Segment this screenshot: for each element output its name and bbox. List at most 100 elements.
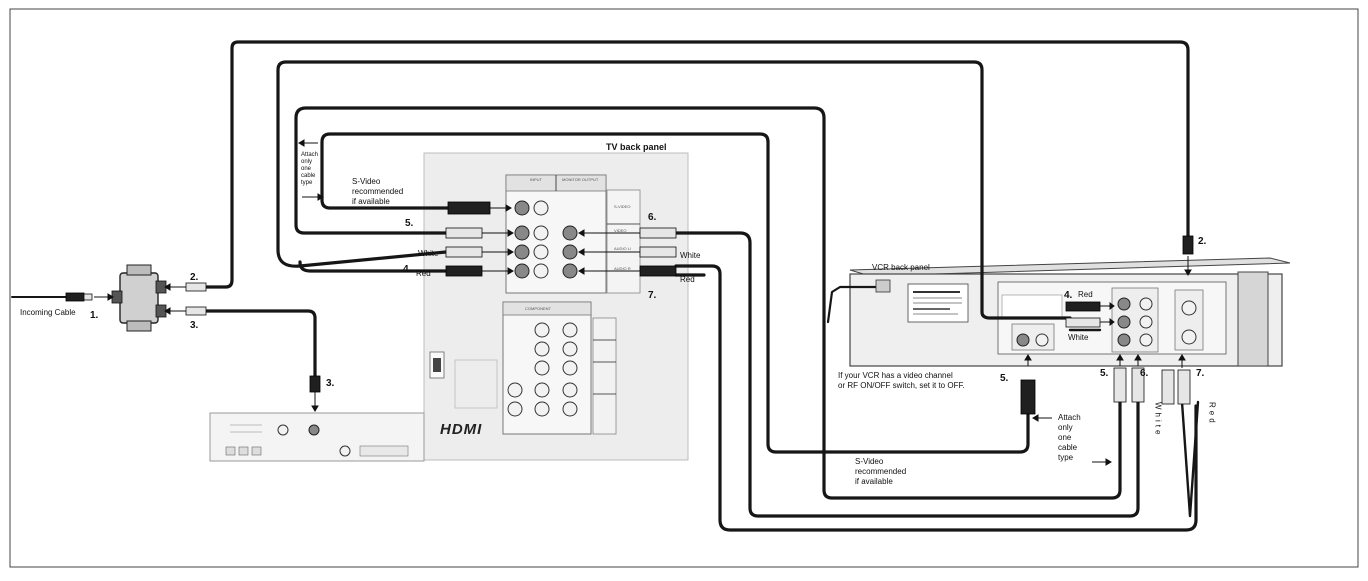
attach-left-line1: Attach	[301, 152, 318, 158]
step-4-vcr: 4.	[1064, 290, 1073, 301]
arrows	[94, 139, 1192, 466]
svg-text:VIDEO: VIDEO	[614, 228, 626, 233]
vcr-rf-in-jack	[1181, 300, 1197, 316]
tv-audio-l-in2-jack	[533, 244, 549, 260]
cable-splitter	[111, 264, 167, 332]
svideo-left-line1: S-Video	[352, 177, 381, 186]
tv-component-jack	[562, 360, 578, 376]
tv-audio-r-in2-jack	[533, 263, 549, 279]
svideo-right-line1: S-Video	[855, 457, 884, 466]
tv-audio-r-in-jack	[514, 263, 530, 279]
tv-video-in-jack	[514, 225, 530, 241]
rf-cable-to-box	[203, 309, 317, 378]
vcr-audio-l2-jack	[1139, 315, 1153, 329]
vcr	[826, 257, 1291, 367]
video-cable-in	[294, 106, 1122, 500]
red-label-tv-left: Red	[416, 269, 431, 278]
vcr-audio-r2-jack	[1139, 297, 1153, 311]
svg-text:AUDIO R: AUDIO R	[614, 266, 631, 271]
attach-left-line4: cable	[301, 173, 316, 179]
tv-component-jack	[562, 322, 578, 338]
white-label-vcr: White	[1068, 333, 1089, 342]
white-label-tv-left: White	[418, 249, 439, 258]
svideo-right-line3: if available	[855, 477, 893, 486]
attach-right-line3: one	[1058, 433, 1072, 442]
tv-back-panel-title: TV back panel	[606, 142, 667, 152]
step-3-splitter: 3.	[190, 320, 199, 331]
svg-text:S-VIDEO: S-VIDEO	[614, 204, 630, 209]
tv-component-jack	[507, 382, 523, 398]
vcr-back-panel-title: VCR back panel	[872, 263, 930, 272]
step-2-vcr: 2.	[1198, 236, 1207, 247]
step-1: 1.	[90, 310, 99, 321]
tv-audio-l-out-jack	[562, 244, 578, 260]
vcr-note-line2: or RF ON/OFF switch, set it to OFF.	[838, 381, 965, 390]
step-5-vcr-b: 5.	[1100, 368, 1109, 379]
video-cable-out	[674, 231, 1140, 518]
step-6-vcr: 6.	[1140, 368, 1149, 379]
svideo-right-line2: recommended	[855, 467, 906, 476]
step-5-tv: 5.	[405, 218, 414, 229]
white-label-tv-right: White	[680, 251, 701, 260]
attach-right-line2: only	[1058, 423, 1073, 432]
incoming-cable-label: Incoming Cable	[20, 308, 76, 317]
audio-cable-red-in	[298, 260, 448, 273]
white-vertical-label: White	[1154, 402, 1163, 437]
tv-svideo-in-jack	[514, 200, 530, 216]
step-2-splitter: 2.	[190, 272, 199, 283]
vcr-audio-r-jack	[1117, 297, 1131, 311]
svideo-cable	[320, 132, 1030, 454]
vcr-svideo-out-jack	[1016, 333, 1030, 347]
rf-cable-to-vcr	[203, 40, 1190, 289]
tv-component-jack	[562, 382, 578, 398]
attach-right-line1: Attach	[1058, 413, 1081, 422]
plugs	[65, 201, 1194, 415]
tv-component-jack	[534, 382, 550, 398]
red-label-vcr: Red	[1078, 290, 1093, 299]
step-6-tv: 6.	[648, 212, 657, 223]
tv-back-panel: INPUT MONITOR OUTPUT S-VIDEO VIDEO AUDIO…	[423, 152, 689, 461]
vcr-video2-jack	[1139, 333, 1153, 347]
audio-cable-out-split	[1180, 400, 1200, 518]
vcr-audio-l-jack	[1117, 315, 1131, 329]
tv-component-jack	[534, 401, 550, 417]
vcr-svideo-in-jack	[1035, 333, 1049, 347]
step-7-vcr: 7.	[1196, 368, 1205, 379]
attach-left-line5: type	[301, 180, 313, 186]
tv-video-out-jack	[562, 225, 578, 241]
svg-text:AUDIO L/: AUDIO L/	[614, 246, 632, 251]
svideo-left-line3: if available	[352, 197, 390, 206]
red-vertical-label: Red	[1208, 402, 1217, 426]
tv-component-jack	[562, 341, 578, 357]
audio-cable-out-red	[674, 264, 1198, 532]
attach-left-line2: only	[301, 159, 312, 165]
tv-component-jack	[534, 322, 550, 338]
attach-right-line5: type	[1058, 453, 1074, 462]
tv-svideo-in2-jack	[533, 200, 549, 216]
step-4-tv: 4.	[403, 264, 412, 275]
diagram-frame	[9, 8, 1359, 568]
tv-video-in2-jack	[533, 225, 549, 241]
tv-audio-r-out-jack	[562, 263, 578, 279]
tv-component-jack	[507, 401, 523, 417]
hdmi-logo: HDMI	[440, 421, 482, 438]
step-5-vcr: 5.	[1000, 373, 1009, 384]
step-7-tv: 7.	[648, 290, 657, 301]
svg-text:INPUT: INPUT	[530, 177, 543, 182]
svideo-left-line2: recommended	[352, 187, 403, 196]
attach-left-line3: one	[301, 166, 312, 172]
attach-right-line4: cable	[1058, 443, 1078, 452]
vcr-video-jack	[1117, 333, 1131, 347]
red-label-tv-right: Red	[680, 275, 695, 284]
vcr-rf-out-jack	[1181, 329, 1197, 345]
tv-component-jack	[534, 341, 550, 357]
audio-cable-white-in	[276, 60, 1072, 320]
tv-audio-l-in-jack	[514, 244, 530, 260]
cable-box	[209, 412, 425, 462]
svg-text:MONITOR OUTPUT: MONITOR OUTPUT	[562, 177, 599, 182]
vcr-note-line1: If your VCR has a video channel	[838, 371, 953, 380]
tv-component-jack	[534, 360, 550, 376]
step-3-box: 3.	[326, 378, 335, 389]
